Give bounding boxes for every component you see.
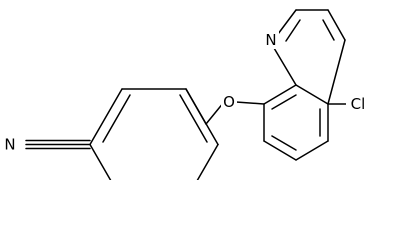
quinoline-benzo-bond-5 — [263, 140, 297, 161]
quinoline-benzo-bond-4 — [295, 140, 329, 161]
ether-o-label-background — [221, 93, 237, 111]
benzene-inner-bond-2 — [179, 94, 208, 143]
chlorine-label: Cl — [351, 95, 366, 113]
quinoline-benzo-inner-bond-3 — [271, 135, 297, 151]
o-quinoline-bond — [235, 101, 265, 105]
quinoline-benzo-bond-1 — [263, 84, 297, 105]
quinoline-pyridine-bond-5 — [327, 39, 346, 105]
bond-layer — [25, 9, 349, 180]
quinoline-pyridine-inner-bond-1 — [285, 19, 301, 42]
ether-o-label: O — [223, 93, 235, 111]
atom-label-layer: N N O Cl — [2, 31, 370, 154]
quinoline-benzo-bond-2 — [295, 84, 329, 105]
ring-n-label: N — [265, 31, 276, 49]
nitrile-n-label: N — [4, 136, 15, 154]
benzene-bond-4 — [196, 143, 219, 180]
chemical-structure-diagram: N N O Cl — [2, 9, 370, 180]
quinoline-pyridine-bond-4 — [327, 9, 346, 41]
benzene-bond-1 — [89, 88, 123, 146]
quinoline-benzo-inner-bond-1 — [271, 94, 297, 110]
quinoline-pyridine-bond-2 — [277, 9, 297, 35]
quinoline-pyridine-inner-bond-2 — [322, 19, 335, 41]
benzene-inner-bond-1 — [102, 94, 131, 143]
nitrile-n-label-background — [2, 136, 18, 154]
benzene-bond-6 — [89, 143, 112, 180]
chlorine-label-background — [346, 95, 370, 113]
quinoline-pyridine-bond-1 — [273, 47, 297, 86]
benzylic-ch2-bond — [185, 88, 207, 125]
ring-n-label-background — [263, 31, 279, 49]
